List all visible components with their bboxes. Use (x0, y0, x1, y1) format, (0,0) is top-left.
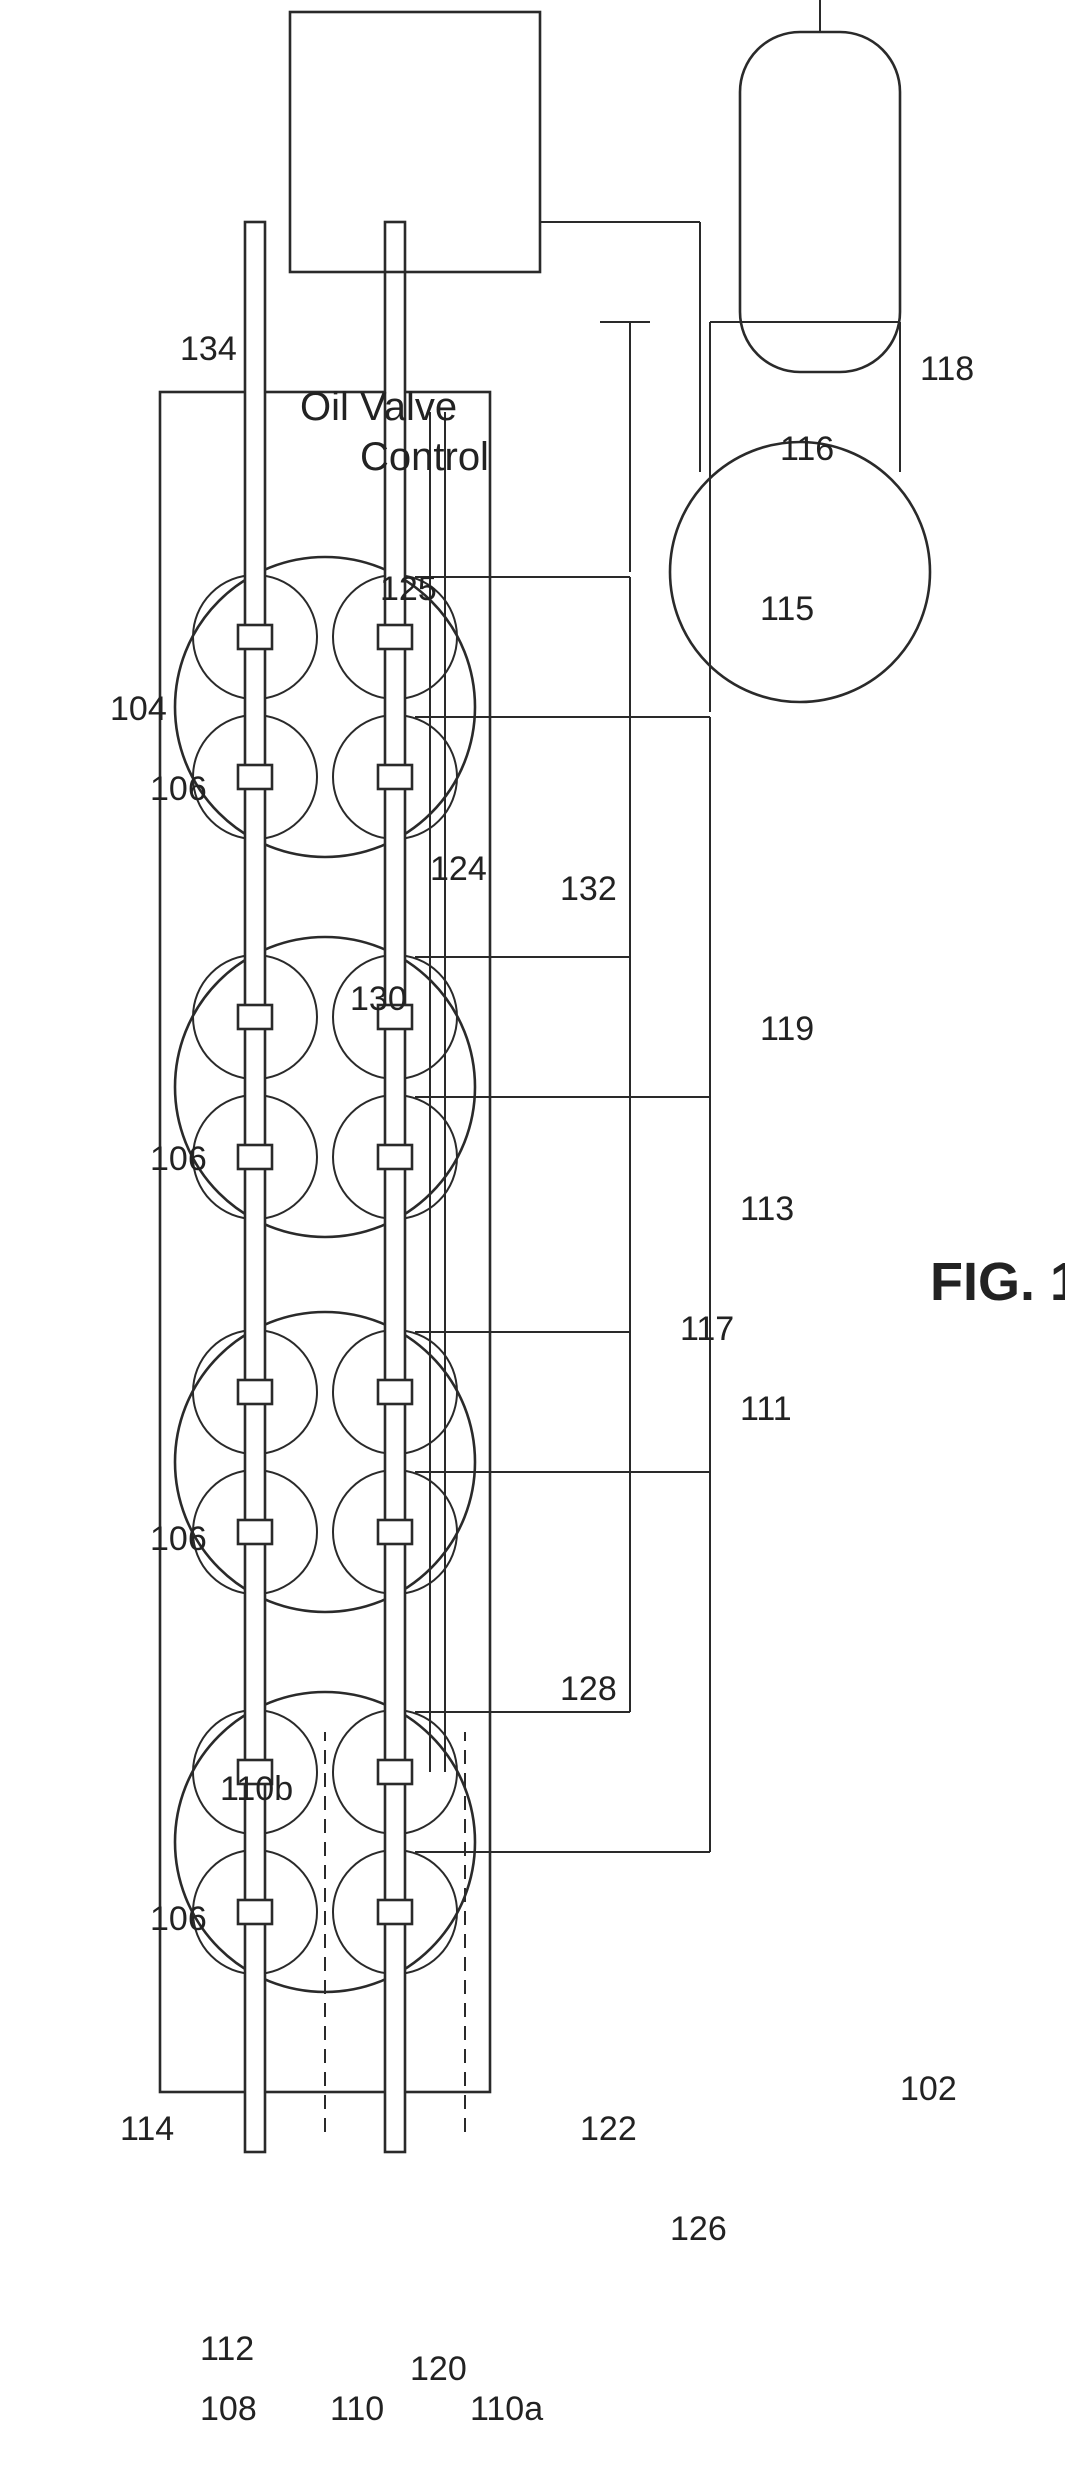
label-126: 126 (670, 2210, 727, 2248)
control-line-2: Control (360, 435, 489, 479)
label-134: 134 (180, 330, 237, 368)
label-117: 117 (680, 1310, 734, 1348)
label-106-b: 106 (150, 1140, 207, 1178)
label-122: 122 (580, 2110, 637, 2148)
label-112: 112 (200, 2330, 254, 2368)
label-128: 128 (560, 1670, 617, 1708)
label-106-d: 106 (150, 1900, 207, 1938)
label-106-a: 106 (150, 770, 207, 808)
label-130: 130 (350, 980, 407, 1018)
label-116: 116 (780, 430, 834, 468)
label-119: 119 (760, 1010, 814, 1048)
label-120: 120 (410, 2350, 467, 2388)
label-102: 102 (900, 2070, 957, 2108)
valves (193, 575, 457, 1974)
label-106-c: 106 (150, 1520, 207, 1558)
oil-galleries (415, 322, 900, 1852)
label-118: 118 (920, 350, 974, 388)
label-113: 113 (740, 1190, 794, 1228)
label-111: 111 (740, 1390, 792, 1428)
label-124: 124 (430, 850, 487, 888)
label-115: 115 (760, 590, 814, 628)
label-132: 132 (560, 870, 617, 908)
label-125: 125 (380, 570, 437, 608)
label-110b: 110b (220, 1770, 293, 1808)
intake-camshaft (245, 222, 265, 2152)
label-110: 110 (330, 2390, 384, 2428)
label-108: 108 (200, 2390, 257, 2428)
drawing-body (160, 0, 930, 2152)
label-114: 114 (120, 2110, 174, 2148)
exhaust-camshaft (385, 222, 405, 2152)
figure-caption: FIG. 1 (930, 1252, 1065, 1312)
oil-valve-control (290, 12, 540, 272)
label-110a: 110a (470, 2390, 543, 2428)
label-104: 104 (110, 690, 167, 728)
control-line-1: Oil Valve (300, 385, 457, 429)
engine-block (160, 392, 490, 2092)
